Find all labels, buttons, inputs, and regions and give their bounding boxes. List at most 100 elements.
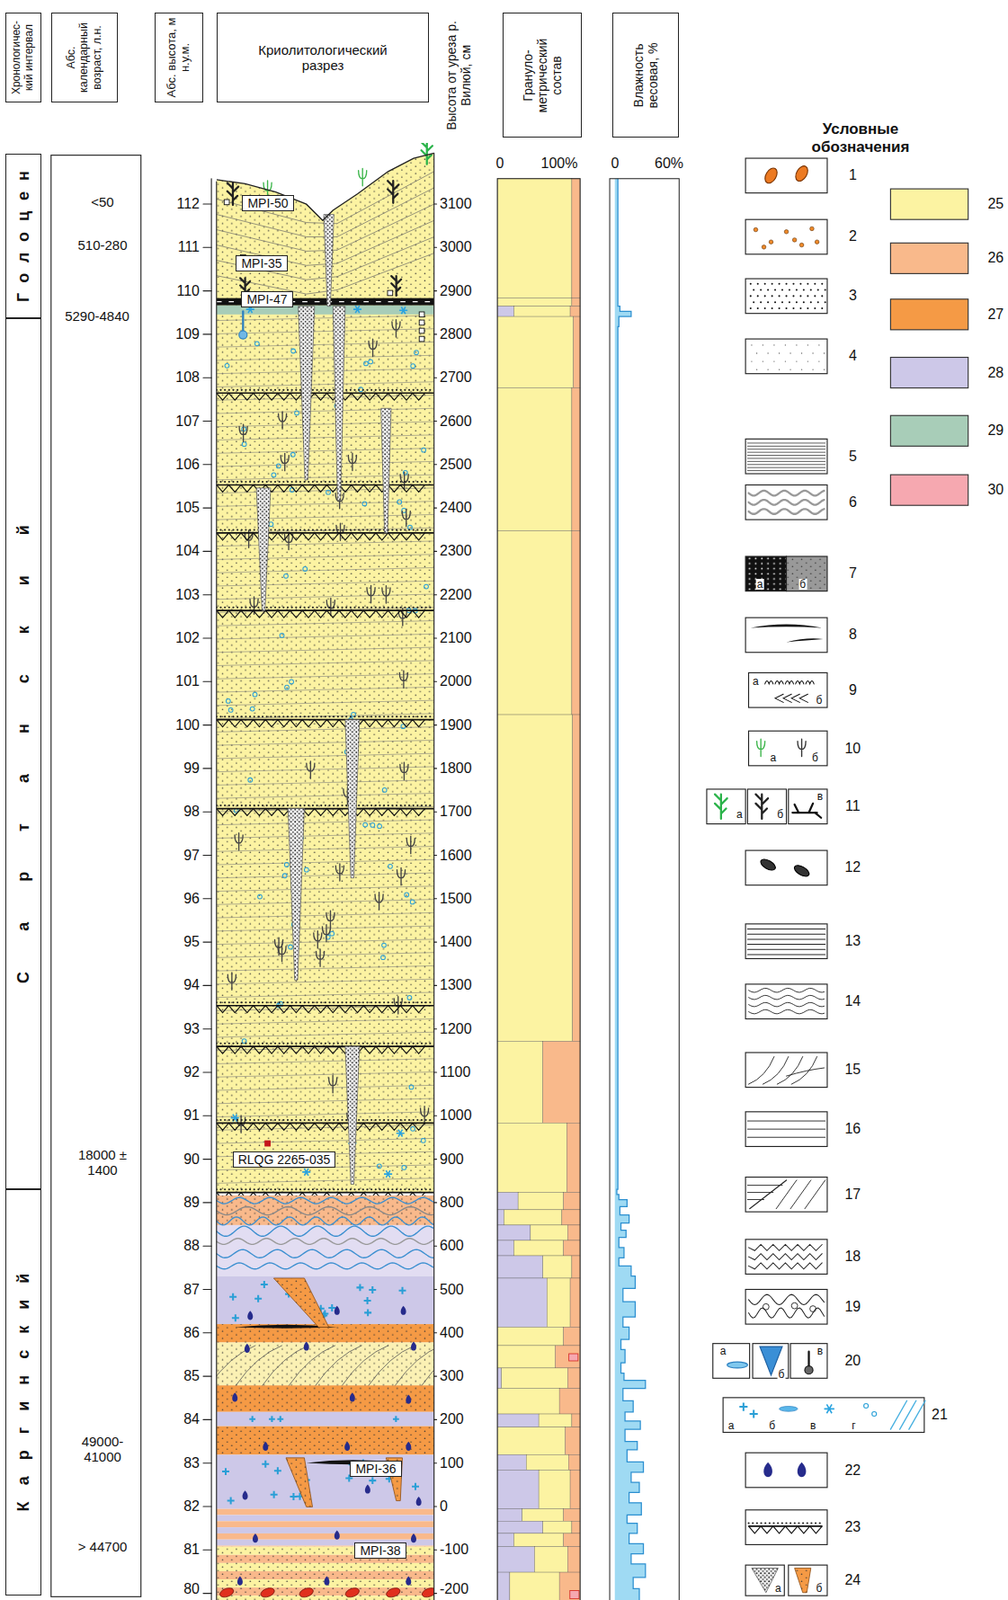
ice-lens-circle xyxy=(330,931,335,937)
ice-drop xyxy=(405,1577,411,1587)
turf-mark xyxy=(795,681,804,685)
ice-wedge xyxy=(323,214,334,307)
height-tick xyxy=(434,1071,438,1073)
altitude-value: 85 xyxy=(183,1368,200,1385)
grain-clay xyxy=(497,1454,527,1471)
sand-dot xyxy=(795,289,798,292)
plant-symbol xyxy=(306,761,315,779)
grain-sand xyxy=(509,1572,560,1600)
zigzag-bedding xyxy=(749,1254,823,1261)
legend-sample-box xyxy=(745,338,828,375)
height-tick xyxy=(434,985,438,987)
gravel-dot xyxy=(792,238,797,243)
legend-sample-box xyxy=(790,1344,828,1380)
age-column xyxy=(51,155,142,1598)
legend-swatch xyxy=(890,299,968,331)
height-tick xyxy=(434,1506,438,1508)
legend-number: 27 xyxy=(987,306,1004,323)
bedding-line xyxy=(216,926,435,932)
age-value: > 44700 xyxy=(66,1539,139,1555)
height-value: 2200 xyxy=(439,586,473,603)
dotted-line xyxy=(216,481,435,483)
legend-swatch xyxy=(890,188,968,220)
node-text: Абс. высота, м н.у.м. xyxy=(165,16,193,99)
sand-wedge-fill xyxy=(285,1458,313,1508)
ice-lens-circle xyxy=(252,692,258,697)
tree-symbol xyxy=(387,180,399,204)
clay-line xyxy=(747,448,825,450)
altitude-value: 103 xyxy=(175,586,200,603)
sand-dot xyxy=(799,307,802,310)
legend-sample-box xyxy=(745,924,828,960)
bedding-line xyxy=(216,554,435,561)
legend-sample-box xyxy=(706,789,746,825)
chevron-mark xyxy=(799,694,808,703)
ice-lens-circle xyxy=(284,863,289,868)
ice-lens-circle xyxy=(228,708,233,714)
ice-wedge xyxy=(298,306,315,481)
ice-lens-circle xyxy=(410,1126,416,1132)
legend-subletter: б xyxy=(776,809,785,821)
ice-cross xyxy=(399,1287,407,1295)
silt-dot xyxy=(756,368,758,370)
height-tick xyxy=(434,811,438,813)
legend-number: 30 xyxy=(987,481,1004,499)
sand-dot xyxy=(774,289,777,292)
bedding-line xyxy=(216,1085,435,1091)
plant-symbol xyxy=(278,411,287,429)
silt-dot xyxy=(773,360,775,362)
legend-number: 12 xyxy=(844,859,861,876)
ice-cross xyxy=(364,1297,372,1305)
sand-dot xyxy=(785,294,788,297)
ice-lens-circle xyxy=(381,955,386,961)
convolution xyxy=(749,1294,825,1305)
bedding-line xyxy=(216,740,435,746)
sediment-stripe xyxy=(216,1521,435,1528)
height-tick xyxy=(434,1593,438,1595)
scale-value: 0 xyxy=(611,155,620,172)
legend-sample-box xyxy=(745,556,786,592)
grain-sand xyxy=(497,178,572,299)
sediment-layer xyxy=(216,1195,435,1226)
height-value: 1500 xyxy=(439,891,473,908)
bedding-line xyxy=(216,461,435,467)
grain-clay xyxy=(497,1509,523,1523)
altitude-value: 99 xyxy=(183,760,200,777)
altitude-value: 90 xyxy=(183,1150,200,1168)
ice-drop xyxy=(410,1534,417,1544)
ice-vein xyxy=(807,1352,810,1368)
cross-bedding xyxy=(235,1346,282,1386)
sand-texture xyxy=(216,1195,435,1226)
height-tick xyxy=(434,1289,438,1291)
grain-clay xyxy=(497,1572,510,1600)
height-value: 1100 xyxy=(439,1064,471,1081)
legend-number: 4 xyxy=(848,347,857,365)
legend-sample-box xyxy=(745,219,828,255)
sand-dot xyxy=(749,294,752,297)
legend-sample-box xyxy=(749,672,828,708)
clay-line xyxy=(747,470,825,472)
grain-coarse xyxy=(563,1240,580,1257)
ice-wedge-fill xyxy=(298,306,315,481)
height-value: 2400 xyxy=(439,499,473,517)
grain-coarse xyxy=(568,1454,580,1471)
ice-lens-circle xyxy=(303,867,309,873)
grain-coarse xyxy=(567,1368,580,1390)
legend-sample-box xyxy=(745,158,828,194)
altitude-tick xyxy=(203,1593,212,1595)
altitude-tick xyxy=(203,1462,212,1464)
legend-number: 6 xyxy=(848,494,857,511)
chevron-mark xyxy=(791,694,800,703)
sand-dot xyxy=(810,289,812,292)
clay-line xyxy=(747,463,825,465)
legend-number: 15 xyxy=(844,1061,861,1079)
clay-line xyxy=(747,457,825,459)
grain-coarse xyxy=(559,1572,580,1600)
node-inner: Грануло- метрический состав xyxy=(520,17,564,134)
sample-label: MPI-38 xyxy=(354,1543,406,1561)
sand-wedge xyxy=(794,1569,812,1594)
bedding-line xyxy=(216,1059,435,1065)
sand-texture xyxy=(216,1385,435,1413)
sand-dot xyxy=(824,289,827,292)
bedding-line xyxy=(216,1112,435,1118)
